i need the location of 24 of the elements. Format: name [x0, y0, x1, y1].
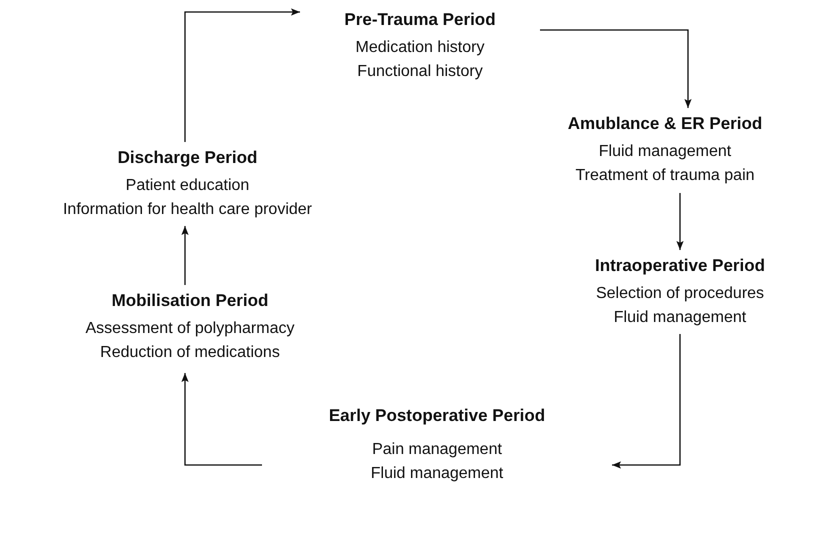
period-title: Mobilisation Period	[112, 290, 268, 312]
period-item: Medication history	[356, 38, 484, 58]
period-item: Information for health care provider	[62, 200, 312, 220]
arrow	[181, 373, 262, 466]
period-title: Early Postoperative Period	[328, 405, 546, 427]
period-item: Patient education	[126, 176, 250, 196]
period-item: Fluid management	[598, 142, 732, 162]
period-item: Pain management	[372, 440, 502, 460]
period-title: Amublance & ER Period	[568, 113, 762, 135]
period-item: Fluid management	[370, 464, 504, 484]
arrow	[612, 334, 681, 469]
period-title: Pre-Trauma Period	[344, 9, 496, 31]
period-item: Fluid management	[614, 308, 746, 328]
period-item: Treatment of trauma pain	[575, 166, 755, 186]
period-title: Discharge Period	[118, 147, 258, 169]
arrow	[181, 226, 189, 285]
period-item: Reduction of medications	[100, 343, 280, 363]
period-item: Functional history	[357, 62, 483, 82]
arrow	[184, 8, 300, 142]
period-item: Selection of procedures	[596, 284, 764, 304]
arrow	[676, 193, 684, 250]
period-title: Intraoperative Period	[594, 255, 766, 277]
period-item: Assessment of polypharmacy	[86, 319, 294, 339]
arrow	[540, 29, 692, 108]
